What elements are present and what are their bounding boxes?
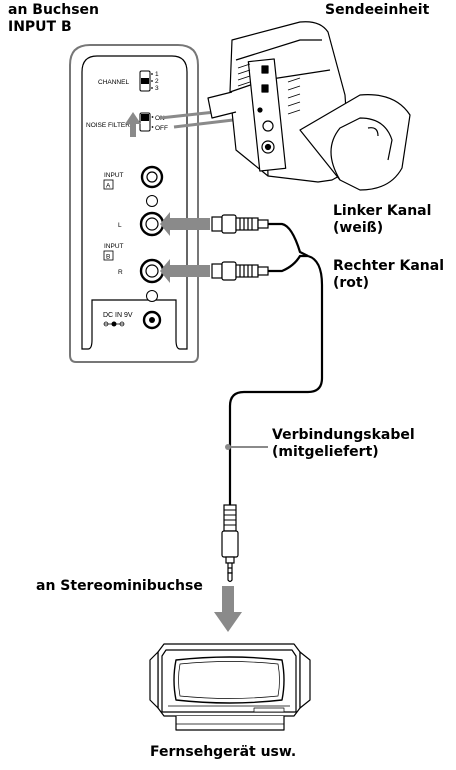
left-channel-line1: Linker Kanal (333, 203, 432, 219)
channel-3-label: 3 (155, 85, 159, 92)
noise-filter-off-label: OFF (155, 125, 168, 132)
channel-switch: CHANNEL 1 2 3 (98, 70, 159, 92)
r-label: R (118, 269, 123, 276)
input-b-left-jack: L (118, 211, 165, 237)
input-a-jack: INPUT A (103, 165, 164, 207)
left-channel-line2: (weiß) (333, 220, 384, 236)
input-b-callout-line2: INPUT B (8, 19, 72, 35)
tv-label: Fernsehgerät usw. (150, 744, 297, 760)
input-b-letter: B (106, 254, 110, 261)
up-arrow-icon (125, 112, 141, 137)
cable-label: Verbindungskabel (mitgeliefert) (272, 427, 415, 461)
right-channel-line2: (rot) (333, 275, 370, 291)
input-b-right-jack: INPUT B R (103, 243, 165, 302)
noise-filter-switch: NOISE FILTER ON OFF (86, 112, 168, 137)
rca-plugs (160, 212, 269, 283)
cable-line2: (mitgeliefert) (272, 444, 379, 460)
noise-filter-label: NOISE FILTER (86, 122, 130, 129)
transmitter-unit (207, 21, 411, 191)
cable-line1: Verbindungskabel (272, 427, 415, 443)
right-channel-label: Rechter Kanal (rot) (333, 258, 444, 292)
input-b-callout-line1: an Buchsen (8, 2, 99, 18)
noise-filter-on-label: ON (155, 115, 165, 122)
channel-label: CHANNEL (98, 79, 129, 86)
input-b-label: INPUT (104, 243, 124, 250)
dc-in-jack: DC IN 9V (103, 310, 162, 330)
dc-in-label: DC IN 9V (103, 312, 133, 319)
l-label: L (118, 222, 122, 229)
input-a-label: INPUT (104, 172, 124, 179)
rear-panel (69, 44, 199, 363)
stereo-mini-plug (221, 504, 239, 583)
left-channel-label: Linker Kanal (weiß) (333, 203, 431, 237)
connecting-cable (225, 222, 324, 505)
stereo-jack-label: an Stereominibuchse (36, 578, 203, 594)
transmitter-label: Sendeeinheit (325, 2, 430, 18)
down-arrow-icon (214, 586, 242, 632)
channel-1-label: 1 (155, 71, 159, 78)
channel-2-label: 2 (155, 78, 159, 85)
tv-set (149, 643, 311, 731)
input-a-letter: A (106, 183, 111, 190)
input-b-callout-label: an Buchsen INPUT B (8, 2, 99, 36)
right-channel-line1: Rechter Kanal (333, 258, 445, 274)
